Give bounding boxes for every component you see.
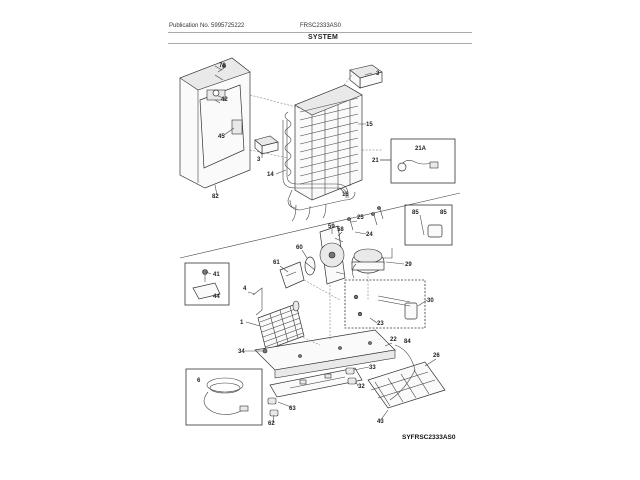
- callout-labels: 70 42 45 3 3 82 14 15 16 21 21A 25 24 85…: [197, 63, 447, 427]
- callout-85-right: 85: [440, 210, 447, 216]
- callout-16: 16: [342, 192, 349, 198]
- callout-60: 60: [296, 245, 303, 251]
- callout-25: 25: [357, 215, 364, 221]
- callout-23: 23: [377, 321, 384, 327]
- section-title: SYSTEM: [308, 34, 338, 41]
- callout-41: 41: [213, 272, 220, 278]
- section-divider: [179, 192, 461, 259]
- callout-6: 6: [197, 378, 201, 384]
- callout-24: 24: [366, 232, 373, 238]
- callout-58: 58: [337, 227, 344, 233]
- callout-3-left: 3: [257, 157, 261, 163]
- callout-44: 44: [213, 294, 220, 300]
- callout-43: 43: [377, 419, 384, 425]
- base-pan: [254, 329, 396, 379]
- clip-part: [252, 287, 263, 316]
- callout-85-left: 85: [412, 210, 419, 216]
- callout-70: 70: [219, 63, 226, 69]
- rear-cabinet-panel: [179, 57, 251, 189]
- insulation-block-top: [349, 64, 383, 89]
- fan-blade: [304, 256, 316, 276]
- diagram-code: SYFRSC2333AS0: [402, 434, 456, 441]
- callout-82: 82: [212, 194, 219, 200]
- callout-33: 33: [369, 365, 376, 371]
- drain-trough: [289, 191, 356, 222]
- drain-pan: [367, 344, 446, 409]
- mounting-screws: [347, 206, 384, 231]
- callout-34: 34: [238, 349, 245, 355]
- defrost-heater: [282, 120, 349, 209]
- callout-62: 62: [268, 421, 275, 427]
- callout-42: 42: [221, 97, 228, 103]
- base-rail: [269, 367, 363, 398]
- callout-21a: 21A: [415, 146, 427, 152]
- callout-61: 61: [273, 260, 280, 266]
- callout-63: 63: [289, 406, 296, 412]
- callout-45: 45: [218, 134, 225, 140]
- condenser-fan-assembly: [319, 225, 346, 285]
- evaporator-coil: [284, 84, 363, 201]
- defrost-thermostat-inset: [380, 138, 456, 184]
- rubber-grommets: [267, 367, 357, 417]
- title-rule: [168, 43, 472, 44]
- callout-59: 59: [328, 224, 335, 230]
- callout-14: 14: [267, 172, 274, 178]
- callout-15: 15: [366, 122, 373, 128]
- publication-number: Publication No. 5995725222: [169, 23, 245, 29]
- callout-4: 4: [243, 286, 247, 292]
- header-rule: [168, 32, 472, 33]
- panel-hardware: [214, 65, 224, 104]
- model-number: FRSC2333AS0: [300, 23, 342, 29]
- compressor: [351, 248, 393, 279]
- callout-26: 26: [433, 353, 440, 359]
- callout-30: 30: [427, 298, 434, 304]
- assembly-guides-lower: [299, 273, 369, 346]
- callout-29: 29: [405, 262, 412, 268]
- fan-bracket: [279, 261, 305, 289]
- callout-1: 1: [240, 320, 244, 326]
- callout-3-top: 3: [376, 71, 380, 77]
- assembly-guides-upper: [249, 74, 382, 159]
- mounting-bracket-inset: [184, 262, 230, 306]
- callout-22: 22: [390, 337, 397, 343]
- callout-leaders: [205, 67, 437, 424]
- parts-85-inset: [404, 204, 453, 246]
- wire-harness-inset: [185, 368, 263, 426]
- callout-84: 84: [404, 339, 411, 345]
- start-relay-inset: [344, 279, 426, 329]
- callout-32: 32: [358, 384, 365, 390]
- insulation-block-left: [254, 135, 279, 155]
- callout-21: 21: [372, 158, 379, 164]
- condenser-coil: [257, 300, 305, 351]
- screw-34: [262, 348, 268, 354]
